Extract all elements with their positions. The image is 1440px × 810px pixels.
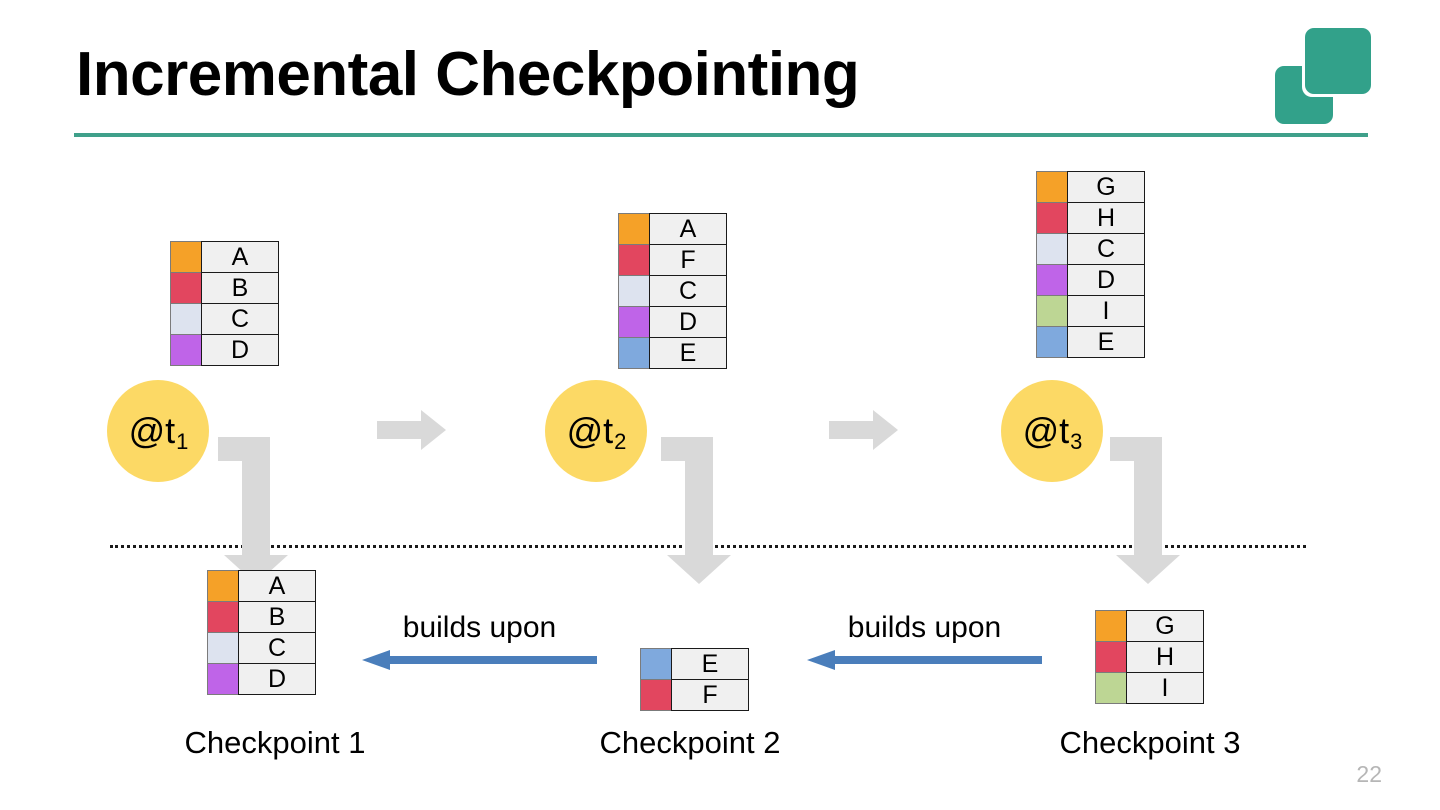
cp3-swatch-h — [1095, 641, 1127, 673]
state-t3-cell-d: D — [1067, 264, 1145, 296]
state-t1-swatch-d — [170, 334, 202, 366]
state-t3-swatch-g — [1036, 171, 1068, 203]
builds-upon-label-2: builds upon — [847, 611, 1002, 644]
cp3-cell-h: H — [1126, 641, 1204, 673]
time-marker-t1: @t1 — [107, 380, 209, 482]
state-t2-cell-d: D — [649, 306, 727, 338]
table-row: C — [207, 632, 316, 664]
logo-square-front — [1305, 28, 1371, 94]
time-marker-t1-label: @t1 — [128, 410, 189, 454]
state-t2-swatch-f — [618, 244, 650, 276]
state-t3-swatch-i — [1036, 295, 1068, 327]
title-underline — [74, 133, 1368, 137]
table-row: G — [1036, 171, 1145, 203]
table-row: G — [1095, 610, 1204, 642]
progress-arrow-t1-to-t2-icon — [377, 408, 447, 452]
brand-logo-icon — [1275, 28, 1371, 124]
checkpoint-2-caption: Checkpoint 2 — [599, 725, 781, 760]
time-marker-t2-label: @t2 — [566, 410, 627, 454]
state-t1-cell-a: A — [201, 241, 279, 273]
cp1-swatch-b — [207, 601, 239, 633]
state-t1-cell-c: C — [201, 303, 279, 335]
cp1-cell-a: A — [238, 570, 316, 602]
state-t2-cell-a: A — [649, 213, 727, 245]
state-t2-swatch-d — [618, 306, 650, 338]
state-t3-cell-g: G — [1067, 171, 1145, 203]
cp1-cell-d: D — [238, 663, 316, 695]
state-t2-swatch-a — [618, 213, 650, 245]
state-t3-swatch-h — [1036, 202, 1068, 234]
state-t3-cell-h: H — [1067, 202, 1145, 234]
table-row: I — [1036, 295, 1145, 327]
table-row: C — [618, 275, 727, 307]
table-row: D — [1036, 264, 1145, 296]
state-t2-swatch-c — [618, 275, 650, 307]
table-row: C — [170, 303, 279, 335]
state-t2-cell-c: C — [649, 275, 727, 307]
time-marker-t2: @t2 — [545, 380, 647, 482]
time-marker-t3: @t3 — [1001, 380, 1103, 482]
table-row: H — [1036, 202, 1145, 234]
table-row: B — [170, 272, 279, 304]
state-t3-swatch-c — [1036, 233, 1068, 265]
checkpoint-3-caption: Checkpoint 3 — [1059, 725, 1241, 760]
cp2-swatch-f — [640, 679, 672, 711]
table-row: A — [618, 213, 727, 245]
state-t2-cell-e: E — [649, 337, 727, 369]
cp1-swatch-a — [207, 570, 239, 602]
state-t1-swatch-b — [170, 272, 202, 304]
cp1-cell-b: B — [238, 601, 316, 633]
state-t3-swatch-d — [1036, 264, 1068, 296]
state-t3-swatch-e — [1036, 326, 1068, 358]
progress-arrow-t2-to-t3-icon — [829, 408, 899, 452]
table-row: A — [207, 570, 316, 602]
checkpoint-1-caption: Checkpoint 1 — [184, 725, 366, 760]
cp3-swatch-g — [1095, 610, 1127, 642]
table-row: D — [207, 663, 316, 695]
capture-arrow-cp1-icon — [218, 437, 294, 585]
cp3-cell-i: I — [1126, 672, 1204, 704]
cp2-swatch-e — [640, 648, 672, 680]
state-t1-cell-b: B — [201, 272, 279, 304]
table-row: D — [618, 306, 727, 338]
table-row: E — [640, 648, 749, 680]
capture-arrow-cp2-icon — [661, 437, 737, 585]
state-t2-cell-f: F — [649, 244, 727, 276]
cp2-cell-e: E — [671, 648, 749, 680]
time-marker-t3-label: @t3 — [1022, 410, 1083, 454]
cp1-swatch-d — [207, 663, 239, 695]
page-number: 22 — [1356, 761, 1382, 787]
table-row: C — [1036, 233, 1145, 265]
table-row: F — [640, 679, 749, 711]
state-t1-swatch-c — [170, 303, 202, 335]
state-t1-cell-d: D — [201, 334, 279, 366]
cp3-cell-g: G — [1126, 610, 1204, 642]
page-title: Incremental Checkpointing — [76, 40, 860, 109]
table-row: A — [170, 241, 279, 273]
capture-arrow-cp3-icon — [1110, 437, 1186, 585]
state-t2-swatch-e — [618, 337, 650, 369]
table-row: F — [618, 244, 727, 276]
state-t3-cell-e: E — [1067, 326, 1145, 358]
state-t1-swatch-a — [170, 241, 202, 273]
table-row: H — [1095, 641, 1204, 673]
cp2-cell-f: F — [671, 679, 749, 711]
cp3-swatch-i — [1095, 672, 1127, 704]
table-row: E — [618, 337, 727, 369]
table-row: D — [170, 334, 279, 366]
cp1-swatch-c — [207, 632, 239, 664]
table-row: B — [207, 601, 316, 633]
table-row: E — [1036, 326, 1145, 358]
cp1-cell-c: C — [238, 632, 316, 664]
state-t3-cell-i: I — [1067, 295, 1145, 327]
builds-upon-label-1: builds upon — [402, 611, 557, 644]
state-t3-cell-c: C — [1067, 233, 1145, 265]
table-row: I — [1095, 672, 1204, 704]
